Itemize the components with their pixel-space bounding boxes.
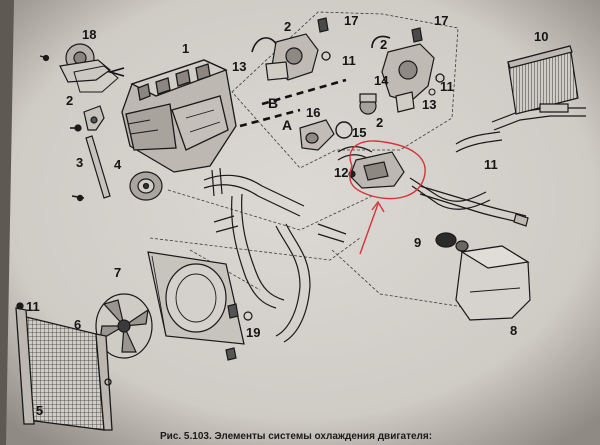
expansion-tank bbox=[435, 213, 531, 321]
label-part-10: 10 bbox=[534, 29, 549, 44]
label-part-11-right: 11 bbox=[440, 79, 454, 94]
label-part-1: 1 bbox=[182, 41, 190, 56]
label-part-19: 19 bbox=[246, 325, 261, 340]
label-part-12: 12 bbox=[334, 165, 349, 180]
label-part-11-top: 11 bbox=[342, 53, 356, 68]
label-part-11-radiator: 11 bbox=[26, 299, 40, 314]
label-part-14: 14 bbox=[374, 73, 389, 88]
radiator bbox=[15, 302, 113, 431]
label-part-17-left: 17 bbox=[344, 13, 359, 28]
label-part-11-hose: 11 bbox=[484, 157, 498, 172]
thermostat-housing bbox=[299, 93, 405, 189]
paper-left-edge bbox=[0, 0, 14, 445]
pump-pulley bbox=[129, 171, 163, 201]
label-part-2-right: 2 bbox=[380, 37, 388, 52]
fitting-19 bbox=[225, 303, 253, 361]
figure-caption: Рис. 5.103. Элементы системы охлаждения … bbox=[160, 431, 433, 442]
label-part-3: 3 bbox=[76, 155, 84, 170]
label-part-16: 16 bbox=[306, 105, 321, 120]
label-part-7: 7 bbox=[114, 265, 122, 280]
label-part-9: 9 bbox=[414, 235, 422, 250]
label-part-13-right: 13 bbox=[422, 97, 437, 112]
fan-shroud bbox=[147, 251, 245, 345]
outlet-housing-left bbox=[251, 17, 331, 81]
label-part-6: 6 bbox=[74, 317, 82, 332]
label-part-13-left: 13 bbox=[232, 59, 247, 74]
label-part-2-center: 2 bbox=[376, 115, 384, 130]
label-part-17-right: 17 bbox=[434, 13, 449, 28]
label-part-4: 4 bbox=[114, 157, 122, 172]
coolant-hoses bbox=[203, 107, 586, 343]
label-part-15: 15 bbox=[352, 125, 367, 140]
label-part-5: 5 bbox=[36, 403, 44, 418]
water-pump bbox=[39, 43, 119, 93]
heater-core bbox=[507, 45, 579, 115]
bracket-pipe bbox=[70, 105, 111, 202]
label-part-2-left: 2 bbox=[66, 93, 74, 108]
label-part-18: 18 bbox=[82, 27, 97, 42]
label-view-b: В bbox=[268, 95, 279, 111]
red-annotation bbox=[349, 140, 426, 255]
engine-block bbox=[121, 59, 237, 173]
pump-pointer bbox=[107, 67, 125, 77]
label-view-a: А bbox=[282, 117, 293, 133]
label-part-8: 8 bbox=[510, 323, 518, 338]
outlet-housing-right bbox=[371, 27, 445, 113]
section-lines bbox=[239, 78, 347, 128]
cooling-fan bbox=[95, 293, 153, 359]
label-part-2-top: 2 bbox=[284, 19, 292, 34]
